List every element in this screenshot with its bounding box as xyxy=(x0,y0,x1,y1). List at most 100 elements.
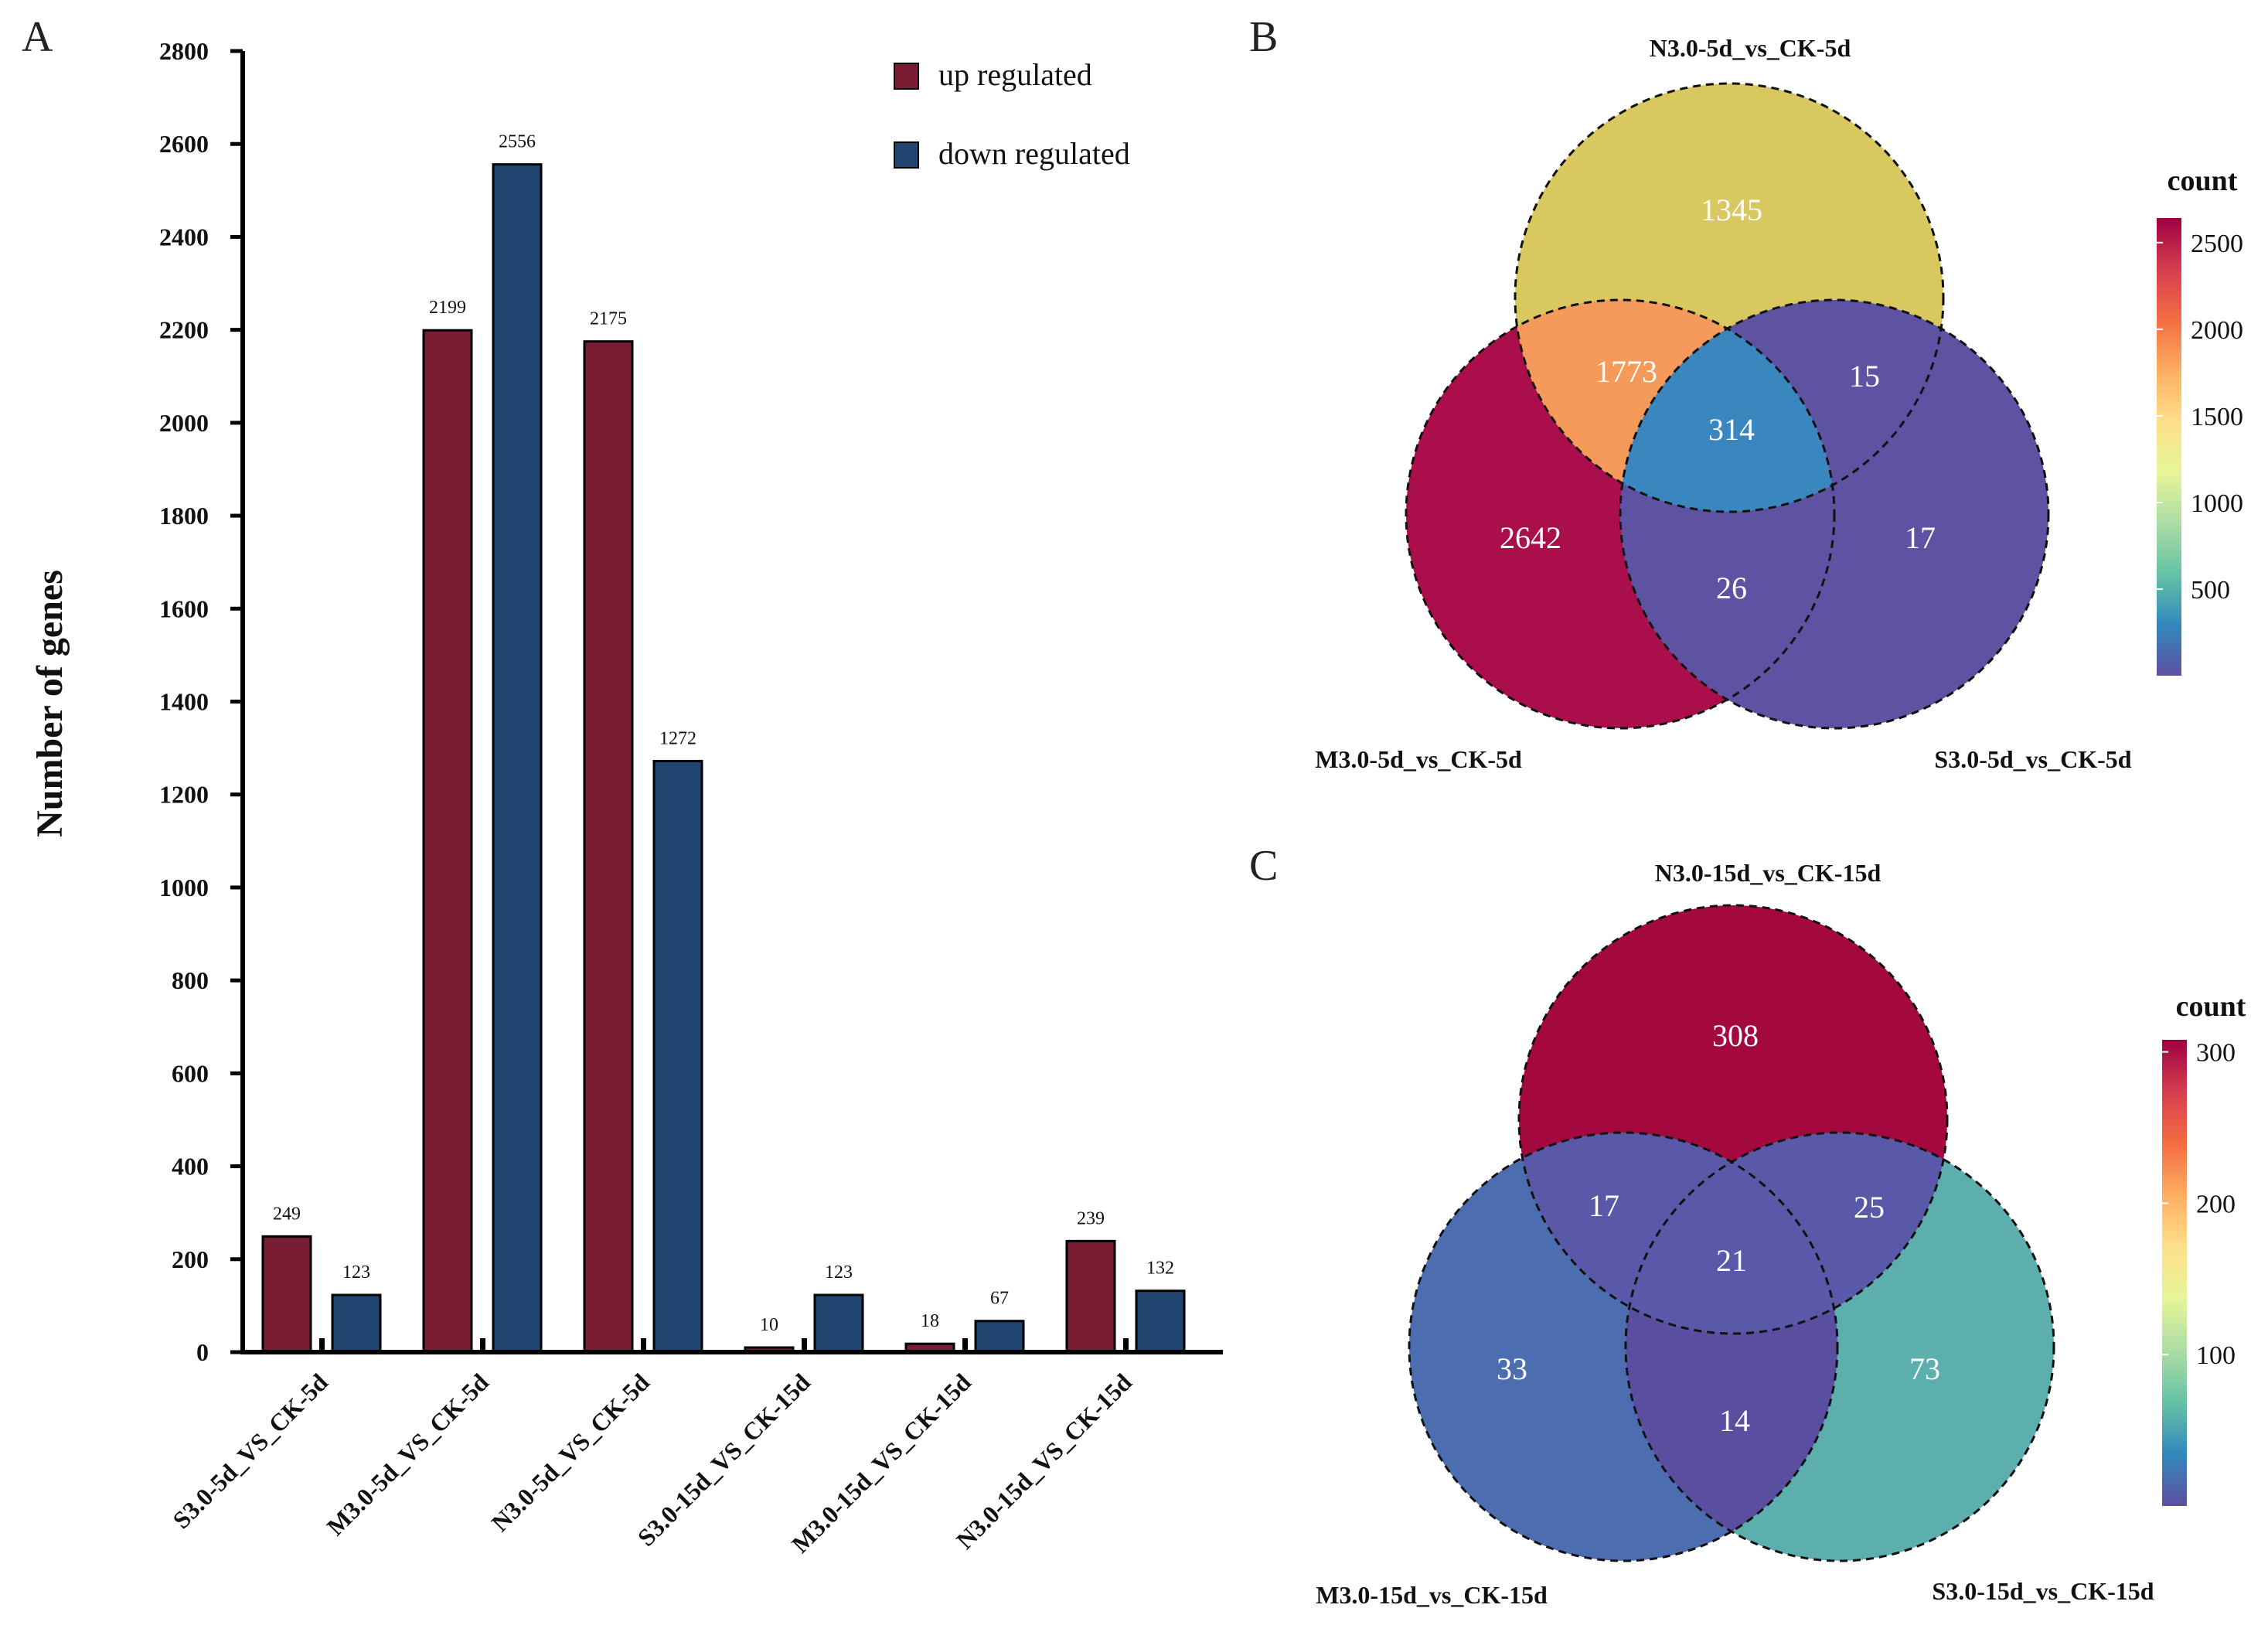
venn-set-label-m: M3.0-5d_vs_CK-5d xyxy=(1315,745,1522,773)
x-tick-label: N3.0-5d_VS_CK-5d xyxy=(486,1368,656,1537)
bar-value-label: 10 xyxy=(760,1315,778,1335)
venn-count-m-only: 33 xyxy=(1497,1351,1527,1386)
x-tick-label: S3.0-5d_VS_CK-5d xyxy=(167,1368,333,1534)
venn-count-s-only: 73 xyxy=(1909,1351,1940,1386)
venn-count-n-only: 308 xyxy=(1712,1018,1759,1053)
legend-swatch-down xyxy=(894,141,919,169)
venn-count-m-s: 26 xyxy=(1716,571,1747,605)
bar-value-label: 1272 xyxy=(659,728,696,748)
colorbar-tick-label: 1000 xyxy=(2191,489,2243,518)
group-notch xyxy=(480,1338,485,1352)
colorbar-15d xyxy=(2162,1040,2187,1506)
y-tick-label: 2800 xyxy=(159,37,209,65)
venn-count-m-s: 14 xyxy=(1719,1403,1750,1438)
bar-down-3 xyxy=(813,1293,864,1354)
y-tick-label: 2000 xyxy=(159,409,209,437)
venn-count-m-only: 2642 xyxy=(1500,520,1561,555)
bar-value-label: 2556 xyxy=(499,132,536,152)
venn-outline-s xyxy=(1624,1131,2055,1562)
bar-value-label: 2199 xyxy=(429,298,466,318)
venn-outline-m xyxy=(1408,1131,1839,1562)
venn-set-label-s: S3.0-5d_vs_CK-5d xyxy=(1934,745,2131,773)
legend-swatch-up xyxy=(894,63,919,90)
group-notch xyxy=(319,1338,325,1352)
venn-outline-n xyxy=(1514,82,1945,513)
bar-up-1 xyxy=(422,329,473,1354)
bar-value-label: 249 xyxy=(273,1204,301,1224)
venn-set-label-n: N3.0-5d_vs_CK-5d xyxy=(1650,34,1851,62)
bar-up-5 xyxy=(1065,1239,1116,1354)
venn-regions xyxy=(1405,82,2050,730)
group-notch xyxy=(641,1338,646,1352)
y-tick-label: 2600 xyxy=(159,130,209,158)
y-tick-label: 1400 xyxy=(159,688,209,716)
bar-down-5 xyxy=(1135,1290,1186,1354)
bar-up-2 xyxy=(583,340,634,1354)
venn-count-n-m-s: 314 xyxy=(1708,412,1755,447)
colorbar-title: count xyxy=(2168,165,2238,197)
venn-count-n-s: 15 xyxy=(1849,359,1880,394)
venn-set-label-m: M3.0-15d_vs_CK-15d xyxy=(1316,1581,1548,1609)
colorbar-title: count xyxy=(2176,990,2246,1023)
venn-15d-panel: N3.0-15d_vs_CK-15d M3.0-15d_vs_CK-15d S3… xyxy=(1316,859,2246,1609)
bar-down-0 xyxy=(331,1293,382,1354)
bar-value-label: 123 xyxy=(342,1262,370,1283)
venn-region-n-m-s xyxy=(1620,300,1834,512)
y-tick-label: 1200 xyxy=(159,781,209,809)
venn-count-s-only: 17 xyxy=(1905,520,1936,555)
bar-value-label: 123 xyxy=(825,1262,853,1283)
colorbar-tick-label: 2000 xyxy=(2191,316,2243,345)
bar-down-1 xyxy=(492,163,543,1354)
y-tick-label: 2400 xyxy=(159,223,209,250)
venn-regions xyxy=(1408,904,2055,1562)
y-tick-label: 800 xyxy=(172,966,209,994)
x-tick-label: M3.0-15d_VS_CK-15d xyxy=(786,1368,976,1558)
colorbar-5d xyxy=(2157,218,2181,676)
y-tick-label: 200 xyxy=(172,1245,209,1273)
bar-value-label: 132 xyxy=(1146,1259,1174,1279)
venn-set-label-n: N3.0-15d_vs_CK-15d xyxy=(1655,859,1881,887)
y-tick-label: 1000 xyxy=(159,874,209,901)
group-notch xyxy=(802,1338,807,1352)
panel-label-c: C xyxy=(1249,842,1278,890)
y-tick-label: 1800 xyxy=(159,502,209,530)
x-tick-label: S3.0-15d_VS_CK-15d xyxy=(632,1368,816,1551)
colorbar-tick-label: 500 xyxy=(2191,576,2230,605)
panel-label-b: B xyxy=(1249,13,1278,61)
y-tick-label: 0 xyxy=(196,1338,209,1366)
bar-value-label: 239 xyxy=(1077,1208,1105,1228)
venn-set-label-s: S3.0-15d_vs_CK-15d xyxy=(1932,1577,2154,1605)
venn-outline-s xyxy=(1619,298,2050,730)
venn-count-n-only: 1345 xyxy=(1701,193,1762,227)
colorbar-tick-label: 300 xyxy=(2196,1039,2236,1068)
y-tick-label: 1600 xyxy=(159,595,209,622)
bar-down-4 xyxy=(974,1320,1025,1354)
group-notch xyxy=(1123,1338,1129,1352)
venn-count-n-m-s: 21 xyxy=(1716,1243,1747,1278)
venn-outline-n xyxy=(1517,904,1949,1335)
venn-count-n-m: 17 xyxy=(1589,1188,1619,1223)
legend-label-up: up regulated xyxy=(938,57,1092,92)
venn-region-n-m-s xyxy=(1626,1133,1837,1334)
y-tick-label: 600 xyxy=(172,1059,209,1087)
y-tick-label: 400 xyxy=(172,1153,209,1181)
bar-value-label: 18 xyxy=(921,1311,939,1331)
venn-count-n-m: 1773 xyxy=(1595,354,1657,389)
colorbar-tick-label: 2500 xyxy=(2191,230,2243,258)
colorbar-tick-label: 100 xyxy=(2196,1341,2236,1370)
y-tick-label: 2200 xyxy=(159,316,209,344)
colorbar-tick-label: 200 xyxy=(2196,1190,2236,1218)
venn-outline-m xyxy=(1405,298,1836,730)
panel-label-a: A xyxy=(22,13,53,61)
x-tick-label: N3.0-15d_VS_CK-15d xyxy=(951,1368,1137,1554)
group-notch xyxy=(962,1338,968,1352)
colorbar-tick-label: 1500 xyxy=(2191,403,2243,431)
bar-value-label: 67 xyxy=(990,1289,1009,1309)
venn-5d-panel: N3.0-5d_vs_CK-5d M3.0-5d_vs_CK-5d S3.0-5… xyxy=(1315,34,2243,773)
y-axis-label: Number of genes xyxy=(29,570,70,837)
bar-up-0 xyxy=(261,1235,312,1354)
venn-count-n-s: 25 xyxy=(1854,1190,1885,1225)
legend-label-down: down regulated xyxy=(938,136,1130,171)
